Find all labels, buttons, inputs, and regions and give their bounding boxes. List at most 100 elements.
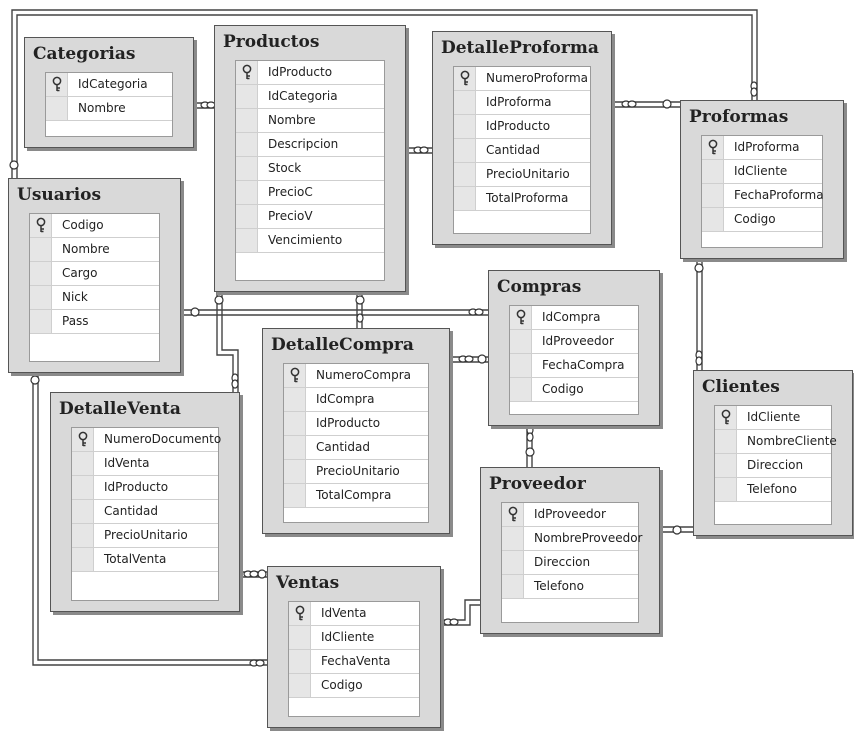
column-row[interactable]: IdVenta: [289, 602, 419, 626]
column-row[interactable]: Codigo: [289, 674, 419, 698]
row-selector[interactable]: [284, 484, 306, 507]
column-row[interactable]: IdProducto: [454, 115, 590, 139]
row-selector[interactable]: [236, 229, 258, 252]
row-selector[interactable]: [72, 500, 94, 523]
row-selector[interactable]: [72, 548, 94, 571]
column-row[interactable]: PrecioUnitario: [284, 460, 428, 484]
column-row[interactable]: Stock: [236, 157, 384, 181]
column-row[interactable]: TotalCompra: [284, 484, 428, 508]
column-row[interactable]: PrecioUnitario: [454, 163, 590, 187]
column-row[interactable]: Telefono: [715, 478, 831, 502]
row-selector[interactable]: [502, 575, 524, 598]
row-selector[interactable]: [72, 452, 94, 475]
column-row[interactable]: PrecioV: [236, 205, 384, 229]
row-selector[interactable]: [30, 262, 52, 285]
row-selector[interactable]: [72, 476, 94, 499]
column-row[interactable]: IdCliente: [715, 406, 831, 430]
row-selector[interactable]: [702, 208, 724, 231]
column-row[interactable]: IdProveedor: [502, 503, 638, 527]
row-selector[interactable]: [284, 412, 306, 435]
column-row[interactable]: Cantidad: [72, 500, 218, 524]
row-selector[interactable]: [454, 115, 476, 138]
column-row[interactable]: Codigo: [702, 208, 822, 232]
column-row[interactable]: PrecioC: [236, 181, 384, 205]
row-selector[interactable]: [510, 330, 532, 353]
row-selector[interactable]: [72, 428, 94, 451]
column-row[interactable]: Codigo: [510, 378, 638, 402]
row-selector[interactable]: [289, 626, 311, 649]
row-selector[interactable]: [715, 406, 737, 429]
row-selector[interactable]: [236, 109, 258, 132]
row-selector[interactable]: [715, 454, 737, 477]
row-selector[interactable]: [510, 354, 532, 377]
column-row[interactable]: IdCategoria: [236, 85, 384, 109]
column-row[interactable]: FechaCompra: [510, 354, 638, 378]
column-row[interactable]: NumeroDocumento: [72, 428, 221, 452]
column-row[interactable]: Cargo: [30, 262, 159, 286]
row-selector[interactable]: [702, 136, 724, 159]
row-selector[interactable]: [46, 73, 68, 96]
row-selector[interactable]: [289, 602, 311, 625]
row-selector[interactable]: [30, 238, 52, 261]
column-row[interactable]: IdProforma: [702, 136, 822, 160]
row-selector[interactable]: [454, 163, 476, 186]
column-row[interactable]: TotalVenta: [72, 548, 218, 572]
row-selector[interactable]: [702, 160, 724, 183]
row-selector[interactable]: [510, 306, 532, 329]
row-selector[interactable]: [502, 503, 524, 526]
column-row[interactable]: IdProducto: [236, 61, 384, 85]
column-row[interactable]: IdCliente: [289, 626, 419, 650]
column-row[interactable]: IdCompra: [284, 388, 428, 412]
column-row[interactable]: Nombre: [46, 97, 172, 121]
row-selector[interactable]: [715, 430, 737, 453]
row-selector[interactable]: [30, 310, 52, 333]
column-row[interactable]: IdProforma: [454, 91, 590, 115]
column-row[interactable]: NumeroCompra: [284, 364, 428, 388]
column-row[interactable]: PrecioUnitario: [72, 524, 218, 548]
row-selector[interactable]: [289, 650, 311, 673]
row-selector[interactable]: [289, 674, 311, 697]
column-row[interactable]: Codigo: [30, 214, 159, 238]
column-row[interactable]: IdCategoria: [46, 73, 172, 97]
row-selector[interactable]: [454, 139, 476, 162]
row-selector[interactable]: [236, 205, 258, 228]
row-selector[interactable]: [284, 388, 306, 411]
row-selector[interactable]: [284, 460, 306, 483]
column-row[interactable]: Pass: [30, 310, 159, 334]
row-selector[interactable]: [236, 157, 258, 180]
column-row[interactable]: Descripcion: [236, 133, 384, 157]
row-selector[interactable]: [236, 133, 258, 156]
row-selector[interactable]: [715, 478, 737, 501]
column-row[interactable]: IdProducto: [284, 412, 428, 436]
row-selector[interactable]: [46, 97, 68, 120]
row-selector[interactable]: [454, 67, 476, 90]
row-selector[interactable]: [284, 364, 306, 387]
column-row[interactable]: IdProveedor: [510, 330, 638, 354]
row-selector[interactable]: [454, 91, 476, 114]
row-selector[interactable]: [502, 527, 524, 550]
row-selector[interactable]: [284, 436, 306, 459]
column-row[interactable]: TotalProforma: [454, 187, 590, 211]
column-row[interactable]: FechaProforma: [702, 184, 824, 208]
column-row[interactable]: Cantidad: [454, 139, 590, 163]
column-row[interactable]: Direccion: [502, 551, 638, 575]
column-row[interactable]: IdProducto: [72, 476, 218, 500]
column-row[interactable]: NumeroProforma: [454, 67, 590, 91]
row-selector[interactable]: [30, 286, 52, 309]
row-selector[interactable]: [72, 524, 94, 547]
column-row[interactable]: Nick: [30, 286, 159, 310]
column-row[interactable]: IdVenta: [72, 452, 218, 476]
column-row[interactable]: Vencimiento: [236, 229, 384, 253]
column-row[interactable]: Telefono: [502, 575, 638, 599]
